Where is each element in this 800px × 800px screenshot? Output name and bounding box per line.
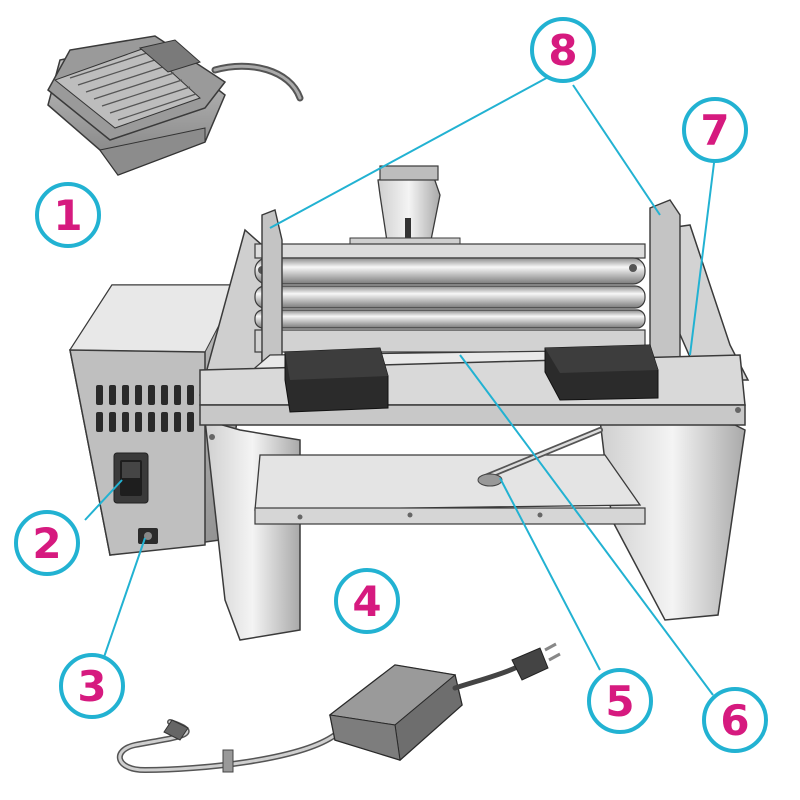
laminator-machine xyxy=(69,165,750,641)
leader-line-8b xyxy=(572,84,661,216)
callout-ring xyxy=(14,510,80,576)
callout-5: 5 xyxy=(587,668,653,734)
power-adapter xyxy=(116,642,561,774)
callout-3: 3 xyxy=(59,653,125,719)
top-bracket xyxy=(349,165,461,249)
callout-1: 1 xyxy=(35,182,101,248)
callout-number: 2 xyxy=(32,519,61,568)
callout-7: 7 xyxy=(682,97,748,163)
callout-4: 4 xyxy=(334,568,400,634)
leader-line-8a xyxy=(269,74,553,229)
callout-ring xyxy=(682,97,748,163)
power-jack xyxy=(138,528,158,544)
leader-line-2 xyxy=(84,479,123,521)
vent-slots xyxy=(96,385,194,432)
callout-number: 6 xyxy=(720,696,749,745)
rollers xyxy=(254,243,646,353)
callout-2: 2 xyxy=(14,510,80,576)
leader-line-3 xyxy=(102,537,146,661)
left-leg xyxy=(204,418,301,641)
callout-ring xyxy=(702,687,768,753)
callout-number: 5 xyxy=(605,677,634,726)
callout-ring xyxy=(530,17,596,83)
callout-ring xyxy=(587,668,653,734)
leader-line-5 xyxy=(499,477,601,671)
leader-line-7 xyxy=(689,154,716,356)
callout-6: 6 xyxy=(702,687,768,753)
callout-number: 4 xyxy=(352,577,381,626)
left-black-block-top xyxy=(285,348,388,380)
leader-line-6 xyxy=(459,354,714,696)
callout-number: 7 xyxy=(700,106,729,155)
right-black-block-top xyxy=(545,345,658,373)
leader-lines xyxy=(84,74,716,696)
callout-ring xyxy=(334,568,400,634)
lower-tray xyxy=(254,454,646,525)
control-box xyxy=(69,284,241,556)
callout-ring xyxy=(59,653,125,719)
tray-rod xyxy=(477,427,603,487)
callouts: 1 2 3 4 5 6 7 8 xyxy=(14,17,768,753)
foot-pedal xyxy=(47,35,304,176)
callout-number: 1 xyxy=(53,191,82,240)
callout-number: 8 xyxy=(548,26,577,75)
callout-8: 8 xyxy=(530,17,596,83)
callout-number: 3 xyxy=(77,662,106,711)
callout-ring xyxy=(35,182,101,248)
power-switch xyxy=(113,452,149,504)
